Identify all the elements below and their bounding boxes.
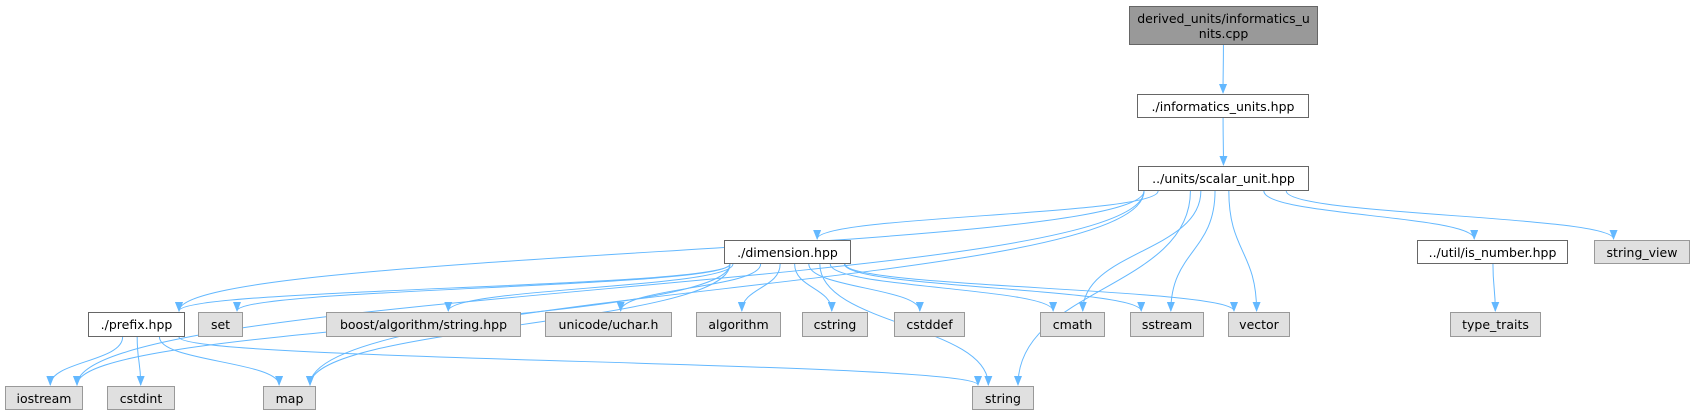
edge-dimension_hpp-to-algorithm <box>737 263 781 312</box>
node-label: derived_units/informatics_units.cpp <box>1137 10 1310 41</box>
node-label: vector <box>1239 317 1279 332</box>
node-algorithm: algorithm <box>696 312 781 337</box>
edge-scalar_unit_hpp-to-map <box>306 190 1145 386</box>
node-label: sstream <box>1141 317 1193 332</box>
node-label: type_traits <box>1462 317 1529 332</box>
node-dimension-hpp[interactable]: ./dimension.hpp <box>724 240 851 264</box>
edge-scalar_unit_hpp-to-string_view <box>1285 190 1618 240</box>
edge-scalar_unit_hpp-to-cmath <box>1078 190 1202 312</box>
edge-prefix_hpp-to-map <box>158 336 284 386</box>
node-informatics-units-hpp[interactable]: ./informatics_units.hpp <box>1137 94 1309 118</box>
node-label: cmath <box>1052 317 1093 332</box>
node-map: map <box>263 386 316 410</box>
edge-scalar_unit_hpp-to-sstream <box>1166 190 1216 312</box>
node-vector: vector <box>1228 312 1290 337</box>
node-string: string <box>972 386 1034 410</box>
edge-scalar_unit_hpp-to-iostream <box>73 190 1145 386</box>
node-label: map <box>275 390 304 406</box>
node-label: string <box>985 390 1021 406</box>
edge-scalar_unit_hpp-to-dimension_hpp <box>813 190 1159 240</box>
edge-dimension_hpp-to-boost_string_hpp <box>444 263 734 312</box>
node-label: cstddef <box>906 317 953 332</box>
node-boost-algorithm-string-hpp: boost/algorithm/string.hpp <box>326 312 521 337</box>
node-label: iostream <box>16 390 72 406</box>
edge-dimension_hpp-to-cstring <box>794 263 836 312</box>
node-prefix-hpp[interactable]: ./prefix.hpp <box>88 312 185 337</box>
node-sstream: sstream <box>1130 312 1204 337</box>
node-type-traits: type_traits <box>1450 312 1541 337</box>
edge-scalar_unit_hpp-to-string <box>1014 190 1191 386</box>
edge-dimension_hpp-to-cstddef <box>808 263 924 312</box>
node-label: boost/algorithm/string.hpp <box>339 317 508 332</box>
node-cstring: cstring <box>802 312 868 337</box>
node-label: ./informatics_units.hpp <box>1151 98 1295 114</box>
edge-dimension_hpp-to-sstream <box>843 263 1146 312</box>
edge-dimension_hpp-to-vector <box>844 263 1238 312</box>
node-label: cstring <box>813 317 857 332</box>
node-iostream: iostream <box>5 386 83 410</box>
edge-scalar_unit_hpp-to-prefix_hpp <box>175 190 1145 312</box>
node-root-informatics-units-cpp: derived_units/informatics_units.cpp <box>1129 6 1318 45</box>
node-cstddef: cstddef <box>894 312 965 337</box>
node-set: set <box>198 312 243 337</box>
edge-prefix_hpp-to-string <box>178 336 982 386</box>
edge-is_number_hpp-to-type_traits <box>1491 263 1500 312</box>
node-label: cstdint <box>119 390 163 406</box>
node-label: ./dimension.hpp <box>737 244 838 260</box>
node-string-view: string_view <box>1594 240 1690 264</box>
edge-dimension_hpp-to-cmath <box>829 263 1058 312</box>
node-unicode-uchar-h: unicode/uchar.h <box>545 312 672 337</box>
node-label: unicode/uchar.h <box>558 317 659 332</box>
edge-scalar_unit_hpp-to-is_number_hpp <box>1263 190 1479 240</box>
edge-dimension_hpp-to-prefix_hpp <box>175 263 731 312</box>
node-label: ../util/is_number.hpp <box>1428 244 1557 260</box>
edge-prefix_hpp-to-cstdint <box>136 336 145 386</box>
node-label: ../units/scalar_unit.hpp <box>1152 171 1295 186</box>
node-label: string_view <box>1606 244 1678 260</box>
node-label: ./prefix.hpp <box>100 317 173 332</box>
node-is-number-hpp[interactable]: ../util/is_number.hpp <box>1417 240 1568 264</box>
node-cmath: cmath <box>1040 312 1105 337</box>
edge-dimension_hpp-to-set <box>233 263 731 312</box>
node-scalar-unit-hpp[interactable]: ../units/scalar_unit.hpp <box>1138 166 1309 191</box>
node-label: algorithm <box>708 317 769 332</box>
node-cstdint: cstdint <box>107 386 175 410</box>
edge-prefix_hpp-to-iostream <box>46 336 124 386</box>
edge-scalar_unit_hpp-to-vector <box>1228 190 1261 312</box>
node-label: set <box>210 317 231 332</box>
